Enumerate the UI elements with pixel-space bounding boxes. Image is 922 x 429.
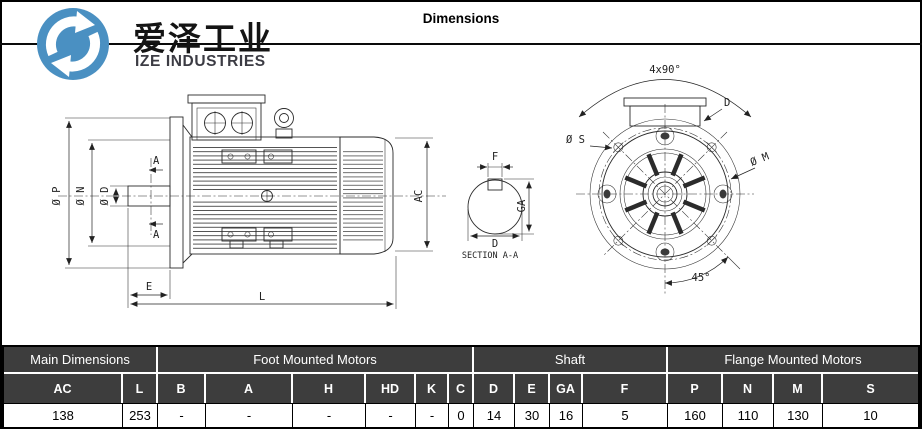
page-border-right xyxy=(920,0,922,429)
dim-label-dia-s: Ø S xyxy=(566,134,585,146)
col-header-e: E xyxy=(515,374,550,403)
logo-chinese-text: 爱泽工业 xyxy=(133,19,273,58)
logo-company-name: IZE INDUSTRIES xyxy=(135,53,266,70)
cell-n: 110 xyxy=(723,403,774,427)
dim-label-dia-m: Ø M xyxy=(749,151,771,169)
dim-label-dia-p: Ø P xyxy=(51,187,63,206)
dim-label-ac: AC xyxy=(413,190,425,203)
cell-p: 160 xyxy=(668,403,723,427)
dim-label-d-flange: D xyxy=(724,97,730,109)
cell-e: 30 xyxy=(515,403,550,427)
cell-hd: - xyxy=(366,403,416,427)
header-divider xyxy=(0,43,922,45)
col-header-n: N xyxy=(723,374,774,403)
col-header-l: L xyxy=(123,374,158,403)
dimensions-table: Main Dimensions Foot Mounted Motors Shaf… xyxy=(2,345,920,429)
col-header-h: H xyxy=(293,374,366,403)
dimension-drawing: Ø P Ø N Ø D xyxy=(51,64,771,309)
ize-logo-icon xyxy=(37,8,109,80)
side-view-drawing: Ø P Ø N Ø D xyxy=(51,94,446,309)
col-header-a: A xyxy=(206,374,293,403)
dim-label-4x90: 4x90° xyxy=(649,64,681,76)
col-header-m: M xyxy=(774,374,823,403)
col-header-ac: AC xyxy=(4,374,123,403)
col-header-k: K xyxy=(416,374,449,403)
col-header-p: P xyxy=(668,374,723,403)
cell-a: - xyxy=(206,403,293,427)
cell-b: - xyxy=(158,403,206,427)
col-header-d: D xyxy=(474,374,515,403)
dim-label-ga: GA xyxy=(516,199,528,212)
cell-ga: 16 xyxy=(550,403,583,427)
cell-m: 130 xyxy=(774,403,823,427)
cell-ac: 138 xyxy=(4,403,123,427)
flange-view-drawing: 4x90° Ø S Ø M D 45° xyxy=(566,64,771,295)
col-header-f: F xyxy=(583,374,668,403)
logo-arrows-icon xyxy=(45,11,101,77)
section-view-drawing: F GA D SECTION A-A xyxy=(462,151,534,261)
cell-d: 14 xyxy=(474,403,515,427)
dim-label-e: E xyxy=(146,281,152,293)
page-border-left xyxy=(0,0,2,429)
dim-label-f: F xyxy=(492,151,498,163)
page-border-top xyxy=(0,0,922,2)
section-caption: SECTION A-A xyxy=(462,251,518,261)
dim-label-l: L xyxy=(259,291,265,303)
dim-label-dia-d: Ø D xyxy=(99,187,111,206)
cell-k: - xyxy=(416,403,449,427)
section-mark-a-top: A xyxy=(153,155,160,167)
section-mark-a-bottom: A xyxy=(153,229,160,241)
table-group-main-dimensions: Main Dimensions xyxy=(4,347,158,374)
col-header-s: S xyxy=(823,374,918,403)
table-group-shaft: Shaft xyxy=(474,347,668,374)
dim-label-45: 45° xyxy=(692,272,711,284)
col-header-hd: HD xyxy=(366,374,416,403)
cell-l: 253 xyxy=(123,403,158,427)
cell-h: - xyxy=(293,403,366,427)
col-header-c: C xyxy=(449,374,474,403)
cell-s: 10 xyxy=(823,403,918,427)
dim-label-dia-n: Ø N xyxy=(75,187,87,206)
dim-label-d-section: D xyxy=(492,238,498,250)
col-header-ga: GA xyxy=(550,374,583,403)
cell-c: 0 xyxy=(449,403,474,427)
table-group-flange-mounted: Flange Mounted Motors xyxy=(668,347,918,374)
table-group-foot-mounted: Foot Mounted Motors xyxy=(158,347,474,374)
page-title: Dimensions xyxy=(422,11,500,26)
cell-f: 5 xyxy=(583,403,668,427)
col-header-b: B xyxy=(158,374,206,403)
